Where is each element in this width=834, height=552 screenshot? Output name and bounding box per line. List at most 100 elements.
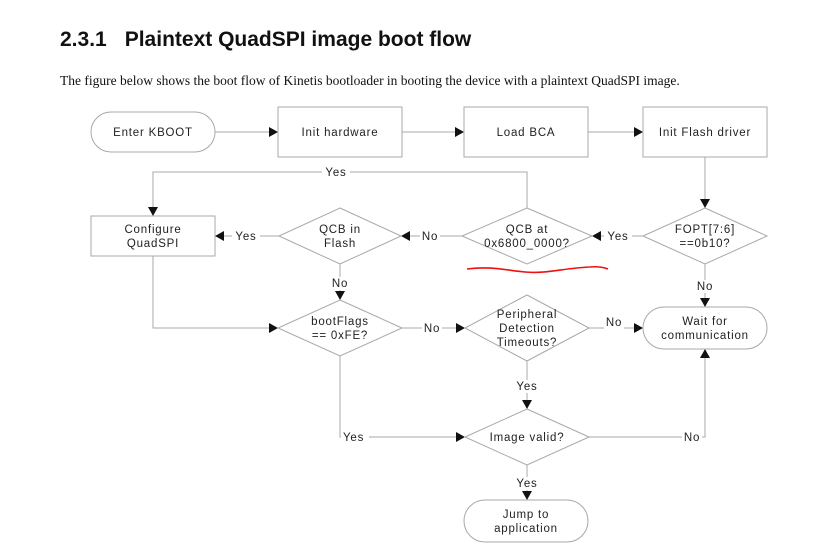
node-image-valid: Image valid? [463,408,591,466]
edge-label: No [684,432,700,444]
node-label: ==0b10? [679,238,730,250]
process-box [463,106,589,158]
node-label: Detection [499,323,555,335]
node-qcb-in-flash: QCB in Flash [277,207,403,265]
edge-label-bg [341,431,369,444]
arrowhead-icon [634,323,643,333]
edge-label: Yes [235,231,256,243]
node-label: Wait for [682,316,728,328]
node-label: Configure [124,224,181,236]
edge-label-bg [322,166,350,179]
process-box [277,106,403,158]
arrowhead-icon [269,323,278,333]
node-load-bca: Load BCA [463,106,589,158]
node-label: Enter KBOOT [113,127,193,139]
decision-diamond [277,207,403,265]
edge-label-bg [513,477,541,490]
section-title: Plaintext QuadSPI image boot flow [124,28,472,51]
node-label: QuadSPI [127,238,179,250]
arrowhead-icon [522,400,532,409]
edge-label-bg [513,380,541,393]
decision-diamond [463,294,591,362]
edge-label: No [422,231,438,243]
arrowhead-icon [700,199,710,208]
process-box [90,215,216,257]
arrowhead-icon [269,127,278,137]
node-qcb-at-addr: QCB at 0x6800_0000? [460,207,594,265]
edge-label: Yes [516,381,537,393]
terminator-shape [642,306,768,350]
nodes-layer: Enter KBOOT Init hardware Load BCA Init Fla… [90,106,769,543]
edge-label-bg [330,277,350,290]
edge-label-bg [604,316,624,329]
edge-image-valid-no [589,349,706,438]
section-heading: 2.3.1 Plaintext QuadSPI image boot flow [60,28,471,52]
arrowhead-icon [335,291,345,300]
edge-label-bg [695,280,715,293]
edge-configure-to-bootflags [152,256,278,329]
node-label: Init hardware [302,127,379,139]
node-label: FOPT[7:6] [675,224,735,236]
edge-label: No [697,281,713,293]
section-number: 2.3.1 [60,28,107,51]
node-label: 0x6800_0000? [484,238,570,250]
edges-layer [148,127,710,500]
arrowhead-icon [700,349,710,358]
decision-diamond [276,299,404,357]
node-label: Jump to [503,509,550,521]
node-label: application [494,523,558,535]
edge-label-bg [422,322,442,335]
decision-diamond [641,207,769,265]
process-box [642,106,768,158]
arrowhead-icon [634,127,643,137]
arrowhead-icon [456,323,465,333]
edge-label: Yes [607,231,628,243]
arrowhead-icon [522,491,532,500]
node-label: communication [661,330,749,342]
terminator-shape [90,111,216,153]
arrowhead-icon [401,231,410,241]
red-underline-annotation [466,265,609,274]
edge-label: Yes [343,432,364,444]
edge-label: Yes [325,167,346,179]
node-label: Flash [324,238,356,250]
edge-label: No [424,323,440,335]
decision-diamond [463,408,591,466]
node-label: Peripheral [497,309,557,321]
arrowhead-icon [215,231,224,241]
edge-label: No [606,317,622,329]
node-label: QCB in [319,224,361,236]
node-label: QCB at [506,224,549,236]
arrowhead-icon [455,127,464,137]
decision-diamond [460,207,594,265]
edge-label-bg [420,230,440,243]
edge-label: Yes [516,478,537,490]
node-bootflags-check: bootFlags == 0xFE? [276,299,404,357]
node-label: Image valid? [490,432,565,444]
edge-label-bg [604,230,632,243]
edge-label-bg [232,230,260,243]
node-label: == 0xFE? [312,330,368,342]
node-label: bootFlags [311,316,369,328]
node-init-hardware: Init hardware [277,106,403,158]
node-label: Init Flash driver [659,127,751,139]
intro-paragraph: The figure below shows the boot flow of … [60,73,680,88]
node-wait-comm: Wait for communication [642,306,768,350]
node-label: Timeouts? [497,337,557,349]
edge-bootflags-yes [339,356,465,438]
node-init-flash-driver: Init Flash driver [642,106,768,158]
node-jump-app: Jump to application [463,499,589,543]
arrowhead-icon [592,231,601,241]
edge-label-bg [682,431,702,444]
node-label: Load BCA [497,127,556,139]
arrowhead-icon [148,207,158,216]
node-fopt-check: FOPT[7:6] ==0b10? [641,207,769,265]
terminator-shape [463,499,589,543]
arrowhead-icon [700,298,710,307]
arrowhead-icon [456,432,465,442]
node-enter-kboot: Enter KBOOT [90,111,216,153]
